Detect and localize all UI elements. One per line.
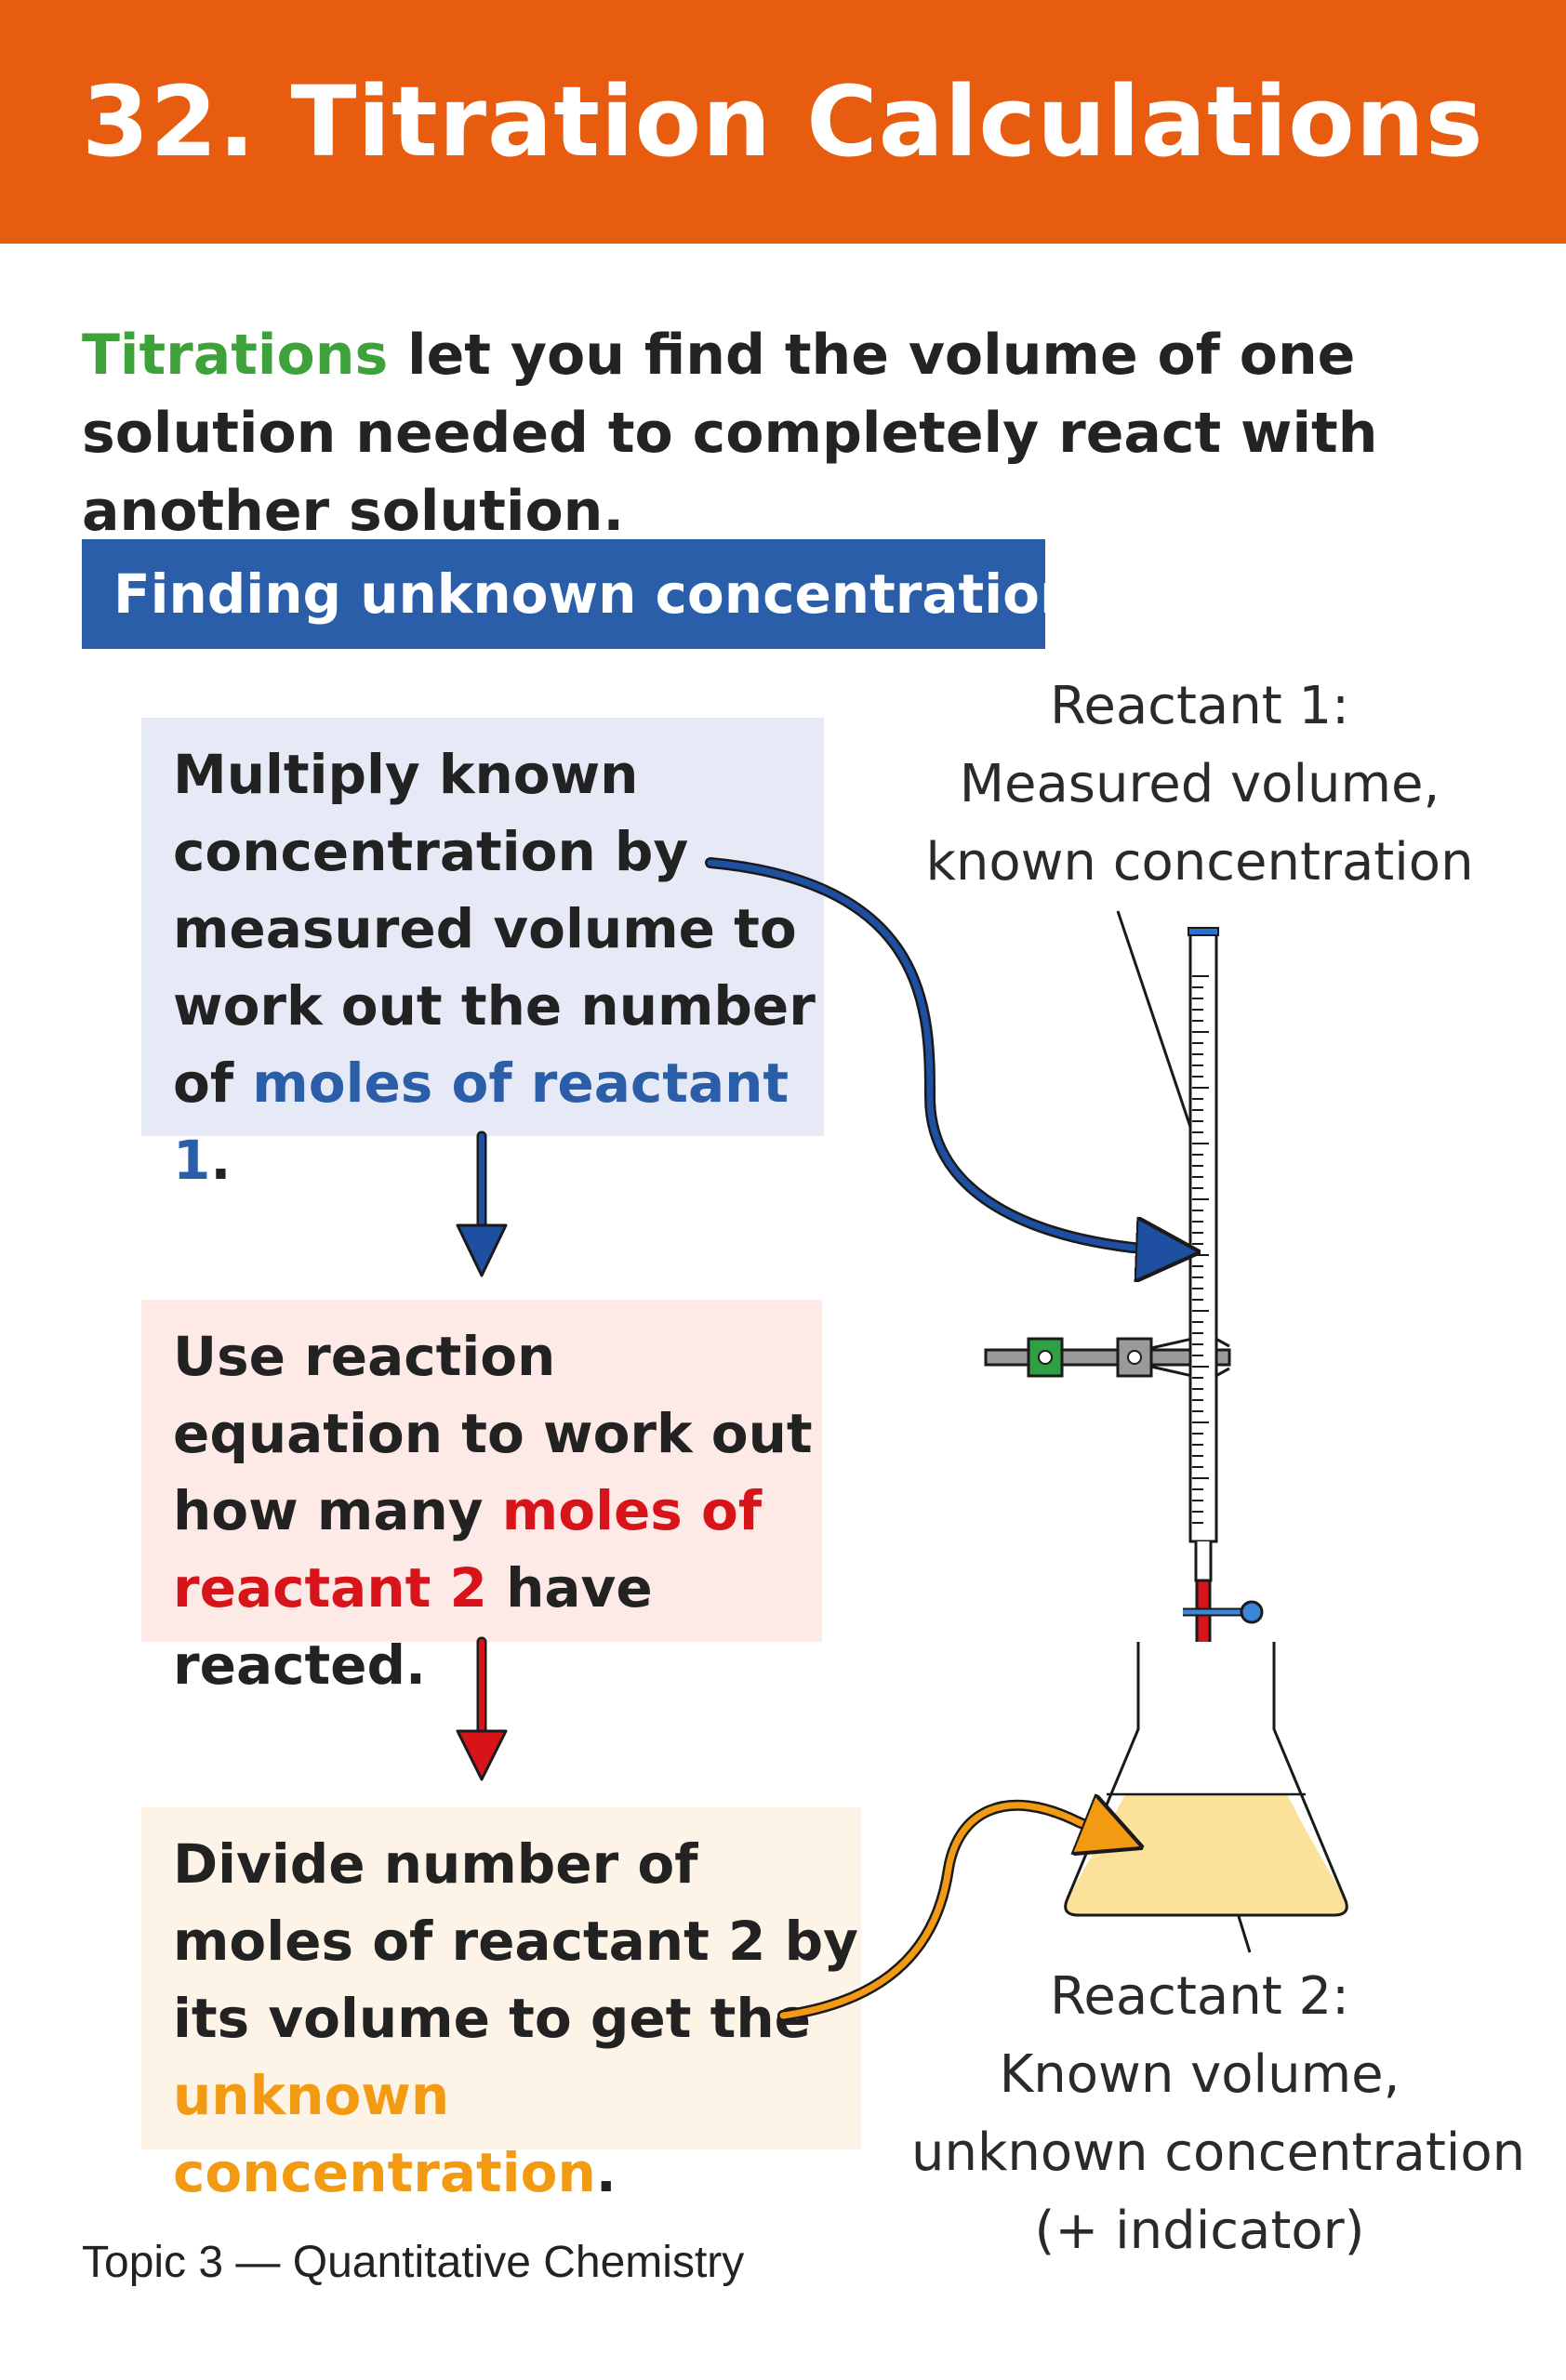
section-heading: Finding unknown concentrations: <box>82 539 1132 649</box>
conical-flask-icon <box>1064 1642 1348 1917</box>
reactant-2-label-line: (+ indicator) <box>1034 2201 1365 2261</box>
reactant-1-label-line: Measured volume, <box>959 754 1440 814</box>
curved-arrow-icon <box>707 859 1181 1251</box>
step-3-highlight: unknown concentration <box>173 2064 596 2204</box>
step-1-highlight: moles of reactant 1 <box>173 1051 790 1192</box>
reactant-2-label-line: Known volume, <box>999 2044 1400 2105</box>
step-1-box: Multiply known concentration by measured… <box>141 718 824 1192</box>
intro-highlight: Titrations <box>82 323 389 388</box>
page-title: 32. Titration Calculations <box>82 65 1484 178</box>
step-2-text: Use reaction equation to work out how ma… <box>173 1325 813 1542</box>
intro-text: Titrations let you find the volume of on… <box>82 316 1495 550</box>
title-bar: 32. Titration Calculations <box>0 0 1566 244</box>
clamp-stand-icon <box>984 1333 1231 1382</box>
step-1-end: . <box>210 1129 232 1192</box>
footer-topic: Topic 3 — Quantitative Chemistry <box>82 2238 745 2287</box>
step-3-text: Divide number of moles of reactant 2 by … <box>173 1832 858 2050</box>
step-2-highlight: moles of reactant 2 <box>173 1479 763 1620</box>
step-3-end: . <box>595 2141 617 2204</box>
reactant-1-label: Reactant 1: Measured volume, known conce… <box>921 668 1479 902</box>
curved-arrow-icon <box>779 1805 1125 2019</box>
down-arrow-icon <box>456 1130 508 1277</box>
reactant-2-label-line: unknown concentration <box>911 2122 1526 2183</box>
step-1-text: Multiply known concentration by measured… <box>173 743 816 1115</box>
burette-icon <box>1183 927 1264 1699</box>
reactant-1-label-line: known concentration <box>925 832 1474 892</box>
reactant-2-label-line: Reactant 2: <box>1050 1966 1349 2027</box>
step-3-box: Divide number of moles of reactant 2 by … <box>141 1807 861 2204</box>
reactant-1-label-line: Reactant 1: <box>1050 676 1349 736</box>
intro-rest: let you find the volume of one solution … <box>82 323 1378 544</box>
down-arrow-icon <box>456 1636 508 1781</box>
reactant-2-label: Reactant 2: Known volume, unknown concen… <box>911 1958 1526 2270</box>
reactant-1-pointer <box>1116 910 1198 1144</box>
step-2-end: have reacted. <box>173 1556 653 1697</box>
step-2-box: Use reaction equation to work out how ma… <box>141 1300 822 1697</box>
